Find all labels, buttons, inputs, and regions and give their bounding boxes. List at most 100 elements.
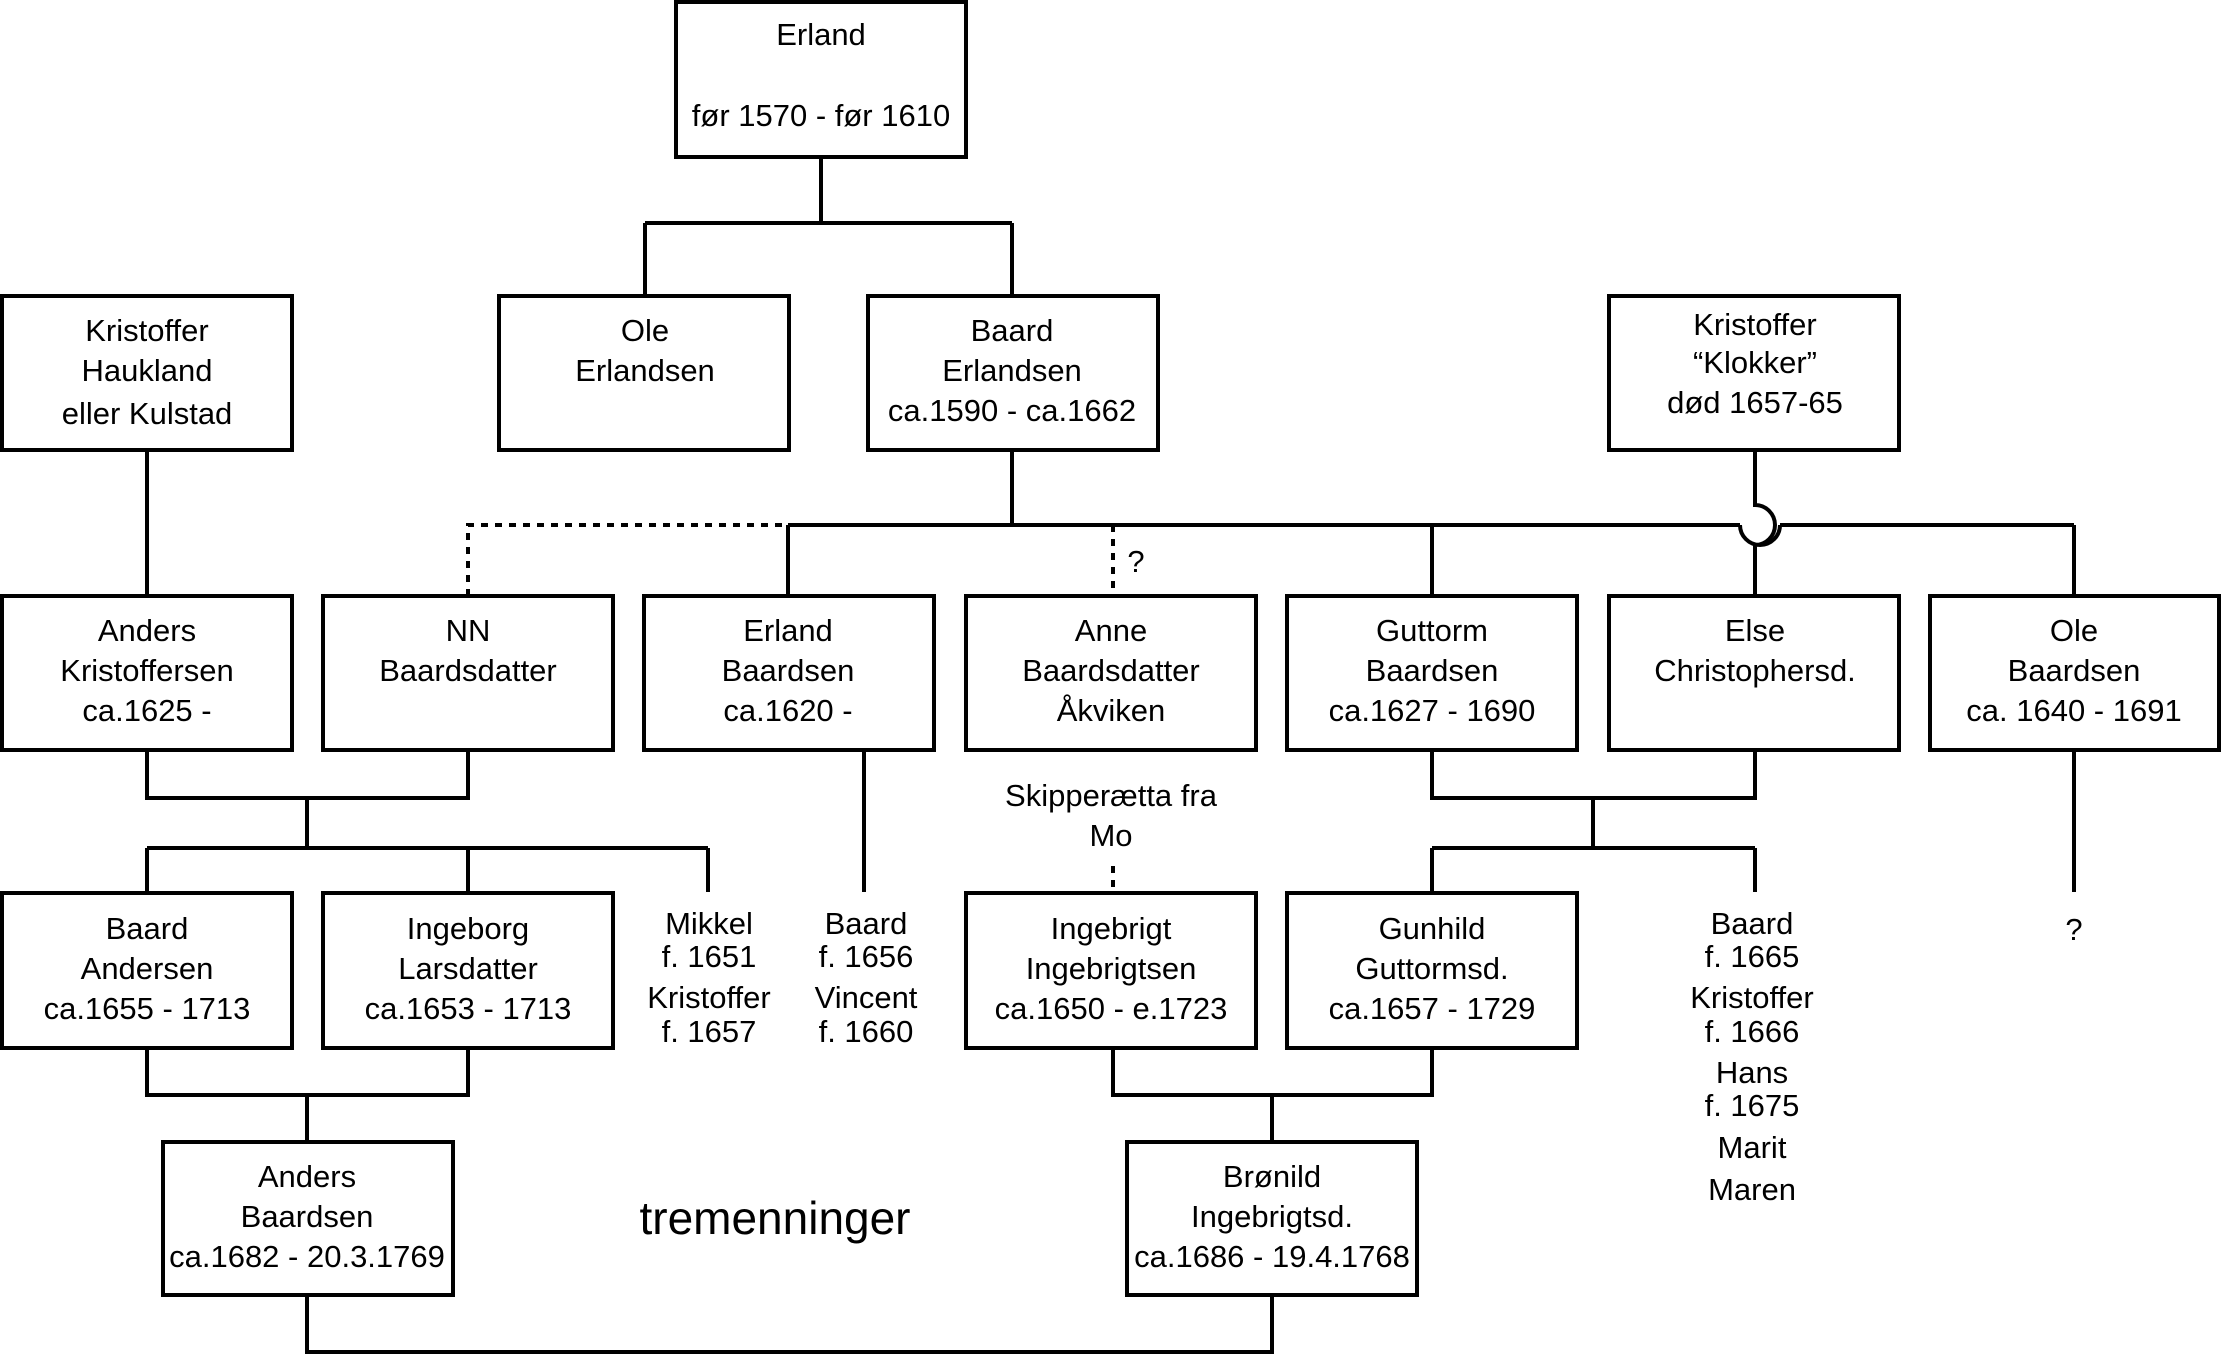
person-box: [161, 1140, 455, 1297]
person-surname: Erlandsen: [575, 353, 715, 388]
person-box: [0, 294, 294, 452]
person-ingebrigt-ingebrigtsen: Ingebrigt Ingebrigtsen ca.1650 - e.1723: [964, 891, 1258, 1050]
person-given-name: Baard: [106, 911, 189, 946]
person-given-name: Ole: [621, 313, 669, 348]
person-given-name: Ole: [2050, 613, 2098, 648]
person-given-name: Ingebrigt: [1051, 911, 1172, 946]
person-kristoffer-haukland: Kristoffer Haukland eller Kulstad: [0, 294, 294, 452]
person-box: [497, 294, 791, 452]
person-else-christophersd: Else Christophersd.: [1607, 594, 1901, 752]
person-note: eller Kulstad: [62, 396, 233, 431]
person-box: [1928, 594, 2221, 752]
person-box: [642, 594, 936, 752]
person-ole-erlandsen: Ole Erlandsen: [497, 294, 791, 452]
person-dates: ca.1655 - 1713: [44, 991, 251, 1026]
person-ingeborg-larsdatter: Ingeborg Larsdatter ca.1653 - 1713: [321, 891, 615, 1050]
child-birth: f. 1665: [1705, 939, 1800, 974]
person-box: [1607, 594, 1901, 752]
person-dates: ca.1653 - 1713: [365, 991, 572, 1026]
child-name: Maren: [1708, 1172, 1796, 1207]
person-box: [0, 891, 294, 1050]
person-dates: ca.1682 - 20.3.1769: [169, 1239, 445, 1274]
child-birth: f. 1657: [662, 1014, 757, 1049]
person-given-name: Brønild: [1223, 1159, 1321, 1194]
person-dates: før 1570 - før 1610: [692, 98, 950, 133]
person-surname: Ingebrigtsen: [1026, 951, 1197, 986]
person-surname: Guttormsd.: [1355, 951, 1508, 986]
person-surname: Baardsdatter: [379, 653, 557, 688]
ole-descendants-question-mark: ?: [2065, 912, 2082, 947]
annotation-guttorm-children: Baard f. 1665 Kristoffer f. 1666 Hans f.…: [1690, 906, 1813, 1207]
person-box: [1607, 294, 1901, 452]
person-box: [866, 294, 1160, 452]
person-place: Åkviken: [1057, 693, 1166, 728]
person-ole-baardsen: Ole Baardsen ca. 1640 - 1691: [1928, 594, 2221, 752]
person-surname: Baardsen: [241, 1199, 374, 1234]
anne-question-mark: ?: [1127, 544, 1144, 579]
person-surname: Erlandsen: [942, 353, 1082, 388]
person-box: [1285, 594, 1579, 752]
person-given-name: Kristoffer: [85, 313, 208, 348]
annotation-baard-vincent: Baard f. 1656 Vincent f. 1660: [815, 906, 918, 1049]
child-birth: f. 1675: [1705, 1088, 1800, 1123]
line-klokker-else: [1753, 450, 1777, 596]
origin-note: Mo: [1089, 818, 1132, 853]
person-box: [321, 594, 615, 752]
person-dates: ca.1590 - ca.1662: [888, 393, 1136, 428]
child-name: Marit: [1718, 1130, 1787, 1165]
person-dates: ca.1627 - 1690: [1329, 693, 1536, 728]
person-dates: død 1657-65: [1667, 385, 1843, 420]
child-birth: f. 1660: [819, 1014, 914, 1049]
person-given-name: Erland: [776, 17, 866, 52]
child-name: Hans: [1716, 1055, 1788, 1090]
person-baard-erlandsen: Baard Erlandsen ca.1590 - ca.1662: [866, 294, 1160, 452]
person-given-name: Anne: [1075, 613, 1147, 648]
person-erland: Erland før 1570 - før 1610: [674, 0, 968, 159]
line-baard-children: [786, 450, 2076, 596]
person-surname: Larsdatter: [398, 951, 538, 986]
line-ingebrigt-gunhild-marriage: [1111, 1048, 1434, 1142]
person-surname: Haukland: [82, 353, 213, 388]
person-given-name: Anders: [258, 1159, 356, 1194]
person-box: [964, 891, 1258, 1050]
person-kristoffer-klokker: Kristoffer “Klokker” død 1657-65: [1607, 294, 1901, 452]
line-baard-ingeborg-marriage: [145, 1048, 470, 1142]
person-anne-baardsdatter: Anne Baardsdatter Åkviken: [964, 594, 1258, 752]
child-birth: f. 1656: [819, 939, 914, 974]
person-given-name: Else: [1725, 613, 1785, 648]
person-surname: Kristoffersen: [60, 653, 233, 688]
person-given-name: Gunhild: [1379, 911, 1486, 946]
person-dates: ca. 1640 - 1691: [1966, 693, 2181, 728]
person-dates: ca.1625 -: [82, 693, 211, 728]
person-given-name: Ingeborg: [407, 911, 529, 946]
child-name: Kristoffer: [1690, 980, 1813, 1015]
origin-note: Skipperætta fra: [1005, 778, 1218, 813]
child-name: Mikkel: [665, 906, 753, 941]
tremenninger-label: tremenninger: [639, 1192, 910, 1244]
person-dates: ca.1686 - 19.4.1768: [1134, 1239, 1410, 1274]
person-baard-andersen: Baard Andersen ca.1655 - 1713: [0, 891, 294, 1050]
person-box: [321, 891, 615, 1050]
person-bronild-ingebrigtsd: Brønild Ingebrigtsd. ca.1686 - 19.4.1768: [1125, 1140, 1419, 1297]
person-gunhild-guttormsd: Gunhild Guttormsd. ca.1657 - 1729: [1285, 891, 1579, 1050]
person-dates: ca.1650 - e.1723: [995, 991, 1228, 1026]
line-nn-dashed: [466, 523, 788, 596]
line-erland-children: [643, 157, 1014, 296]
person-given-name: Guttorm: [1376, 613, 1488, 648]
person-anders-kristoffersen: Anders Kristoffersen ca.1625 -: [0, 594, 294, 752]
line-guttorm-else-marriage: [1430, 750, 1757, 892]
child-name: Vincent: [815, 980, 918, 1015]
person-box: [964, 594, 1258, 752]
annotation-skipperaetta: Skipperætta fra Mo: [1005, 778, 1218, 853]
person-surname: Baardsen: [722, 653, 855, 688]
person-box: [674, 0, 968, 159]
person-given-name: Erland: [743, 613, 833, 648]
person-given-name: Baard: [971, 313, 1054, 348]
child-name: Baard: [1711, 906, 1794, 941]
person-surname: Christophersd.: [1654, 653, 1856, 688]
person-dates: ca.1620 -: [723, 693, 852, 728]
person-guttorm-baardsen: Guttorm Baardsen ca.1627 - 1690: [1285, 594, 1579, 752]
person-box: [1125, 1140, 1419, 1297]
person-box: [1285, 891, 1579, 1050]
